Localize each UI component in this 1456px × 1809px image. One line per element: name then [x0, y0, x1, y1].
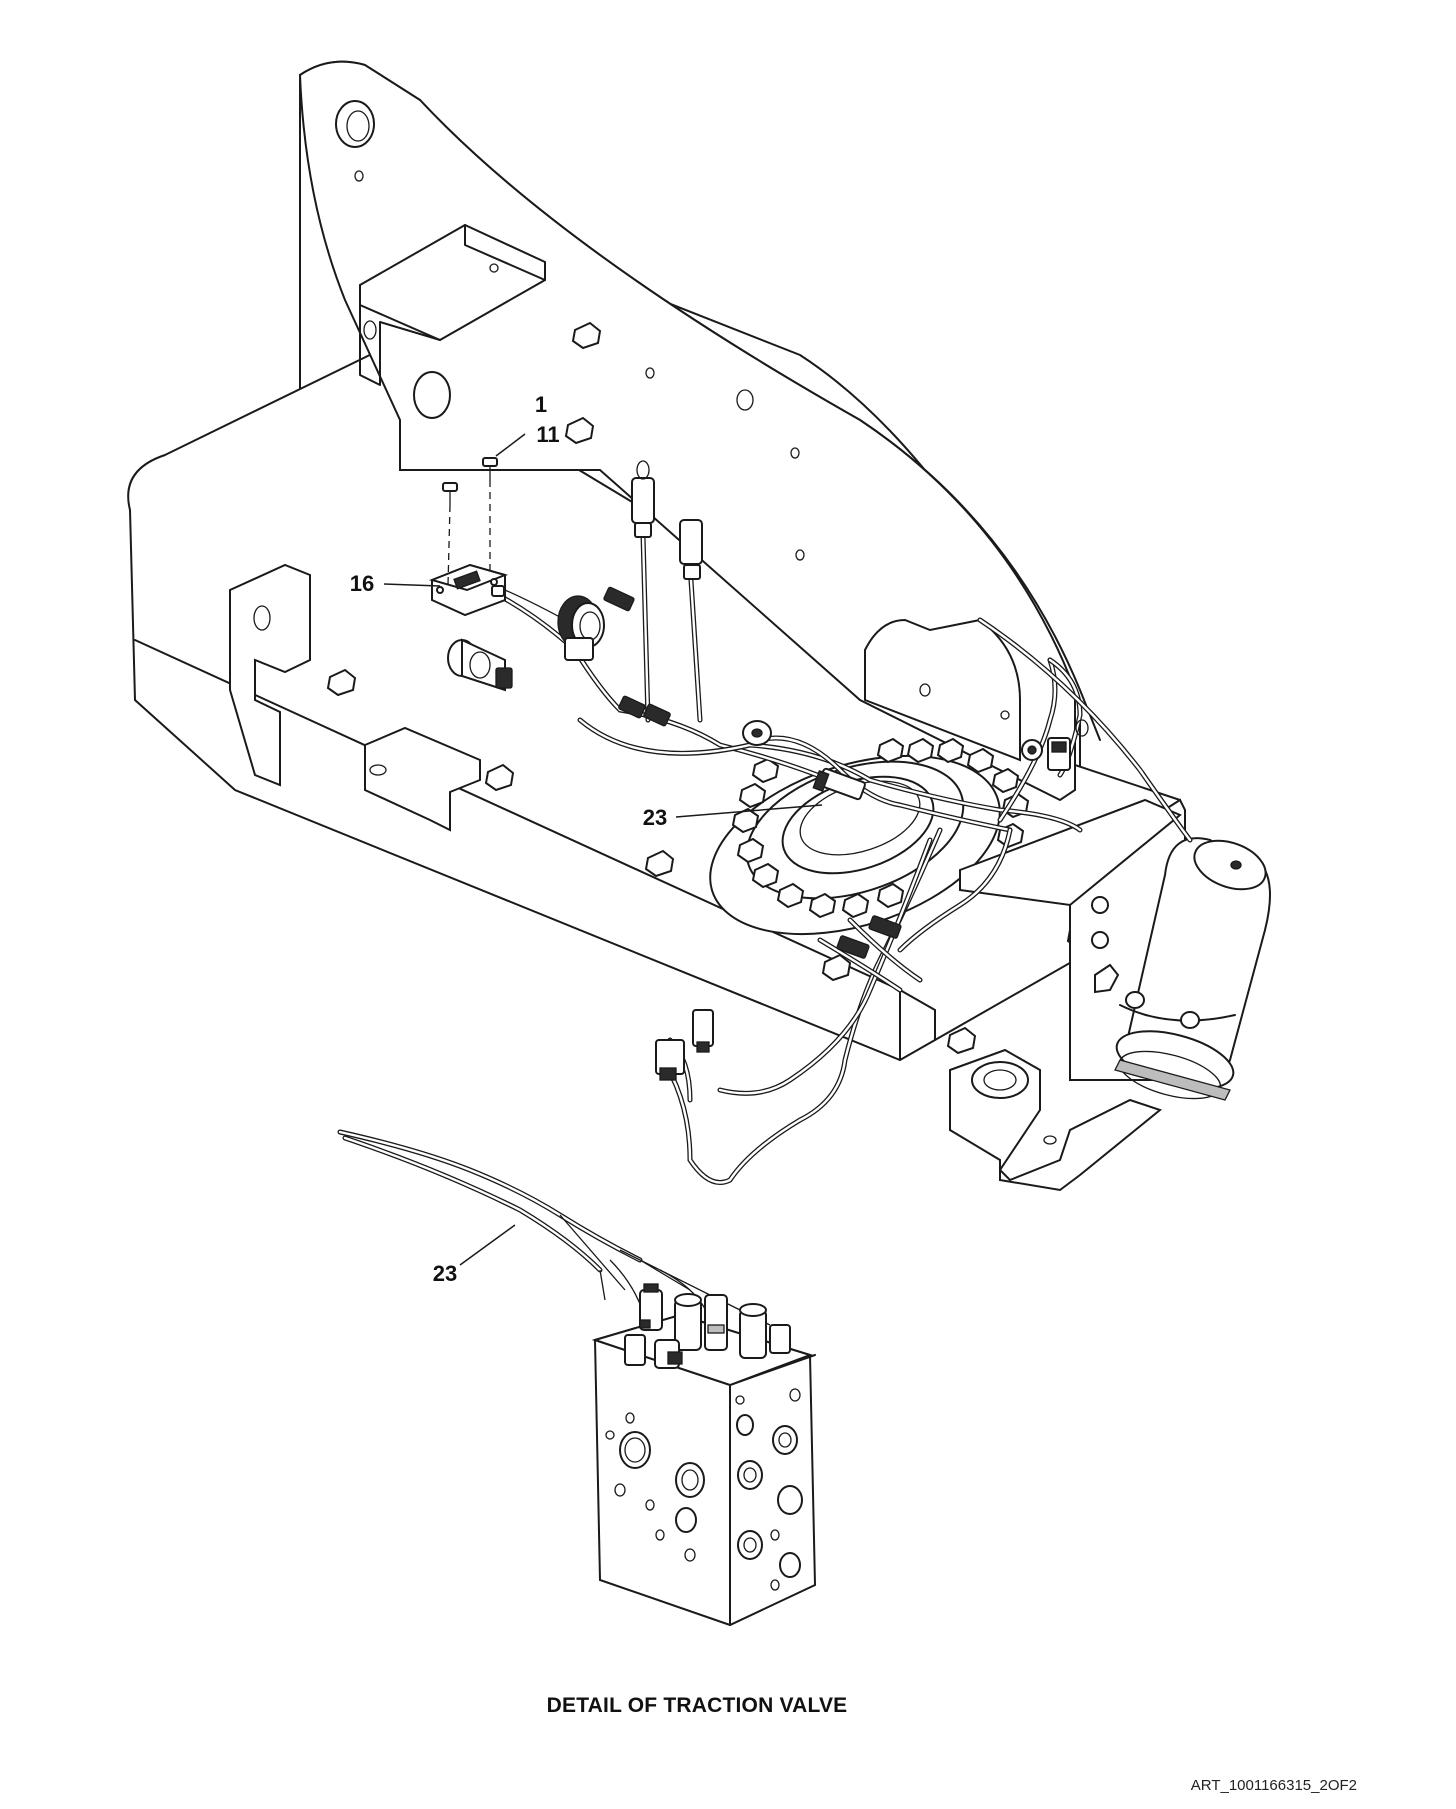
right-upright-hole	[919, 683, 931, 697]
screw-1-head	[442, 482, 458, 492]
housing-bolt-2	[1091, 931, 1109, 949]
bolt-4	[484, 763, 515, 792]
bearing-inner-ring	[745, 760, 965, 900]
motor-stud-2	[1180, 1011, 1200, 1029]
bearing-bolts	[731, 737, 1030, 919]
wiring-harness	[452, 532, 1193, 1185]
top-bracket-side	[464, 224, 546, 281]
connector-right	[1021, 719, 1089, 771]
top-bracket-front	[359, 304, 441, 386]
bolt-1	[326, 668, 357, 697]
detail-caption: DETAIL OF TRACTION VALVE	[547, 1694, 848, 1717]
connectors	[447, 460, 1089, 1081]
connector-vertical-1	[631, 477, 655, 524]
upright-hole-small-1	[736, 389, 754, 411]
bolt-7	[946, 1026, 977, 1055]
bolt-2	[571, 321, 602, 350]
ground-stud	[742, 720, 772, 746]
sensor-label	[453, 570, 481, 590]
traction-valve-detail: 23 DETAIL OF TRACTION VALVE	[337, 1129, 848, 1717]
slotted-bracket	[364, 726, 481, 832]
connector-dangling	[655, 1009, 714, 1081]
leader-11	[495, 433, 526, 457]
upright-hole-small-3	[790, 447, 800, 459]
foot-hole-inner	[983, 1069, 1017, 1091]
base-platform-side	[899, 989, 936, 1061]
left-bracket	[229, 563, 311, 787]
swing-bearing	[709, 737, 1030, 936]
triangular-plate	[959, 798, 1182, 907]
motor-end-dot	[1230, 860, 1242, 870]
callout-11: 11	[536, 422, 559, 447]
motor-fins	[1114, 1059, 1231, 1101]
motor-end-cap	[1193, 839, 1267, 891]
leader-16	[383, 583, 441, 587]
motor-assembly	[959, 798, 1271, 1101]
motor-stud-1	[1125, 991, 1145, 1009]
connector-pair-2	[618, 695, 646, 719]
motor-band	[1119, 1004, 1236, 1022]
bolt-3	[564, 416, 595, 445]
tilt-sensor	[428, 563, 509, 617]
callout-23-detail: 23	[433, 1261, 457, 1286]
callouts-main: 1 11 16 23	[350, 392, 823, 830]
upright-hole-small-2	[645, 367, 655, 379]
left-bracket-hole	[253, 605, 271, 631]
upright-hole-mid	[413, 371, 451, 419]
bracket-hole-2	[489, 263, 499, 273]
right-upright-hole-2	[1000, 710, 1010, 720]
round-connector-1	[557, 595, 605, 661]
leader-23-main	[675, 804, 823, 818]
callout-16: 16	[350, 571, 374, 596]
callout-1: 1	[535, 392, 547, 417]
art-reference: ART_1001166315_2OF2	[1191, 1777, 1357, 1794]
screw-2-head	[482, 457, 498, 467]
connector-pair-3	[643, 703, 671, 727]
upright-hole-small-4	[795, 549, 805, 561]
slot	[369, 764, 387, 776]
bracket-hole	[363, 320, 377, 340]
callout-23-main: 23	[643, 805, 667, 830]
foot-small-hole	[1043, 1135, 1057, 1145]
round-connector-2	[447, 638, 513, 692]
connector-vertical-2	[679, 519, 703, 565]
upright-hole-top	[335, 100, 375, 148]
upright-pin-hole	[354, 170, 364, 182]
screw-1-axis	[447, 504, 451, 586]
connector-lower-2	[868, 915, 902, 939]
foot-hole	[971, 1061, 1029, 1099]
housing-bolt-1	[1091, 896, 1109, 914]
connector-pair-1	[603, 586, 635, 612]
leader-23-detail	[459, 1224, 516, 1266]
connector-lower-1	[836, 935, 870, 959]
upright-hole-top-inner	[346, 110, 370, 142]
sensor-screws	[442, 457, 498, 586]
bolt-5	[644, 849, 675, 878]
motor-bracket-tab	[1094, 963, 1120, 994]
valve-ports	[605, 1388, 803, 1591]
turntable-frame	[127, 60, 1186, 1192]
valve-cartridges	[624, 1283, 791, 1369]
